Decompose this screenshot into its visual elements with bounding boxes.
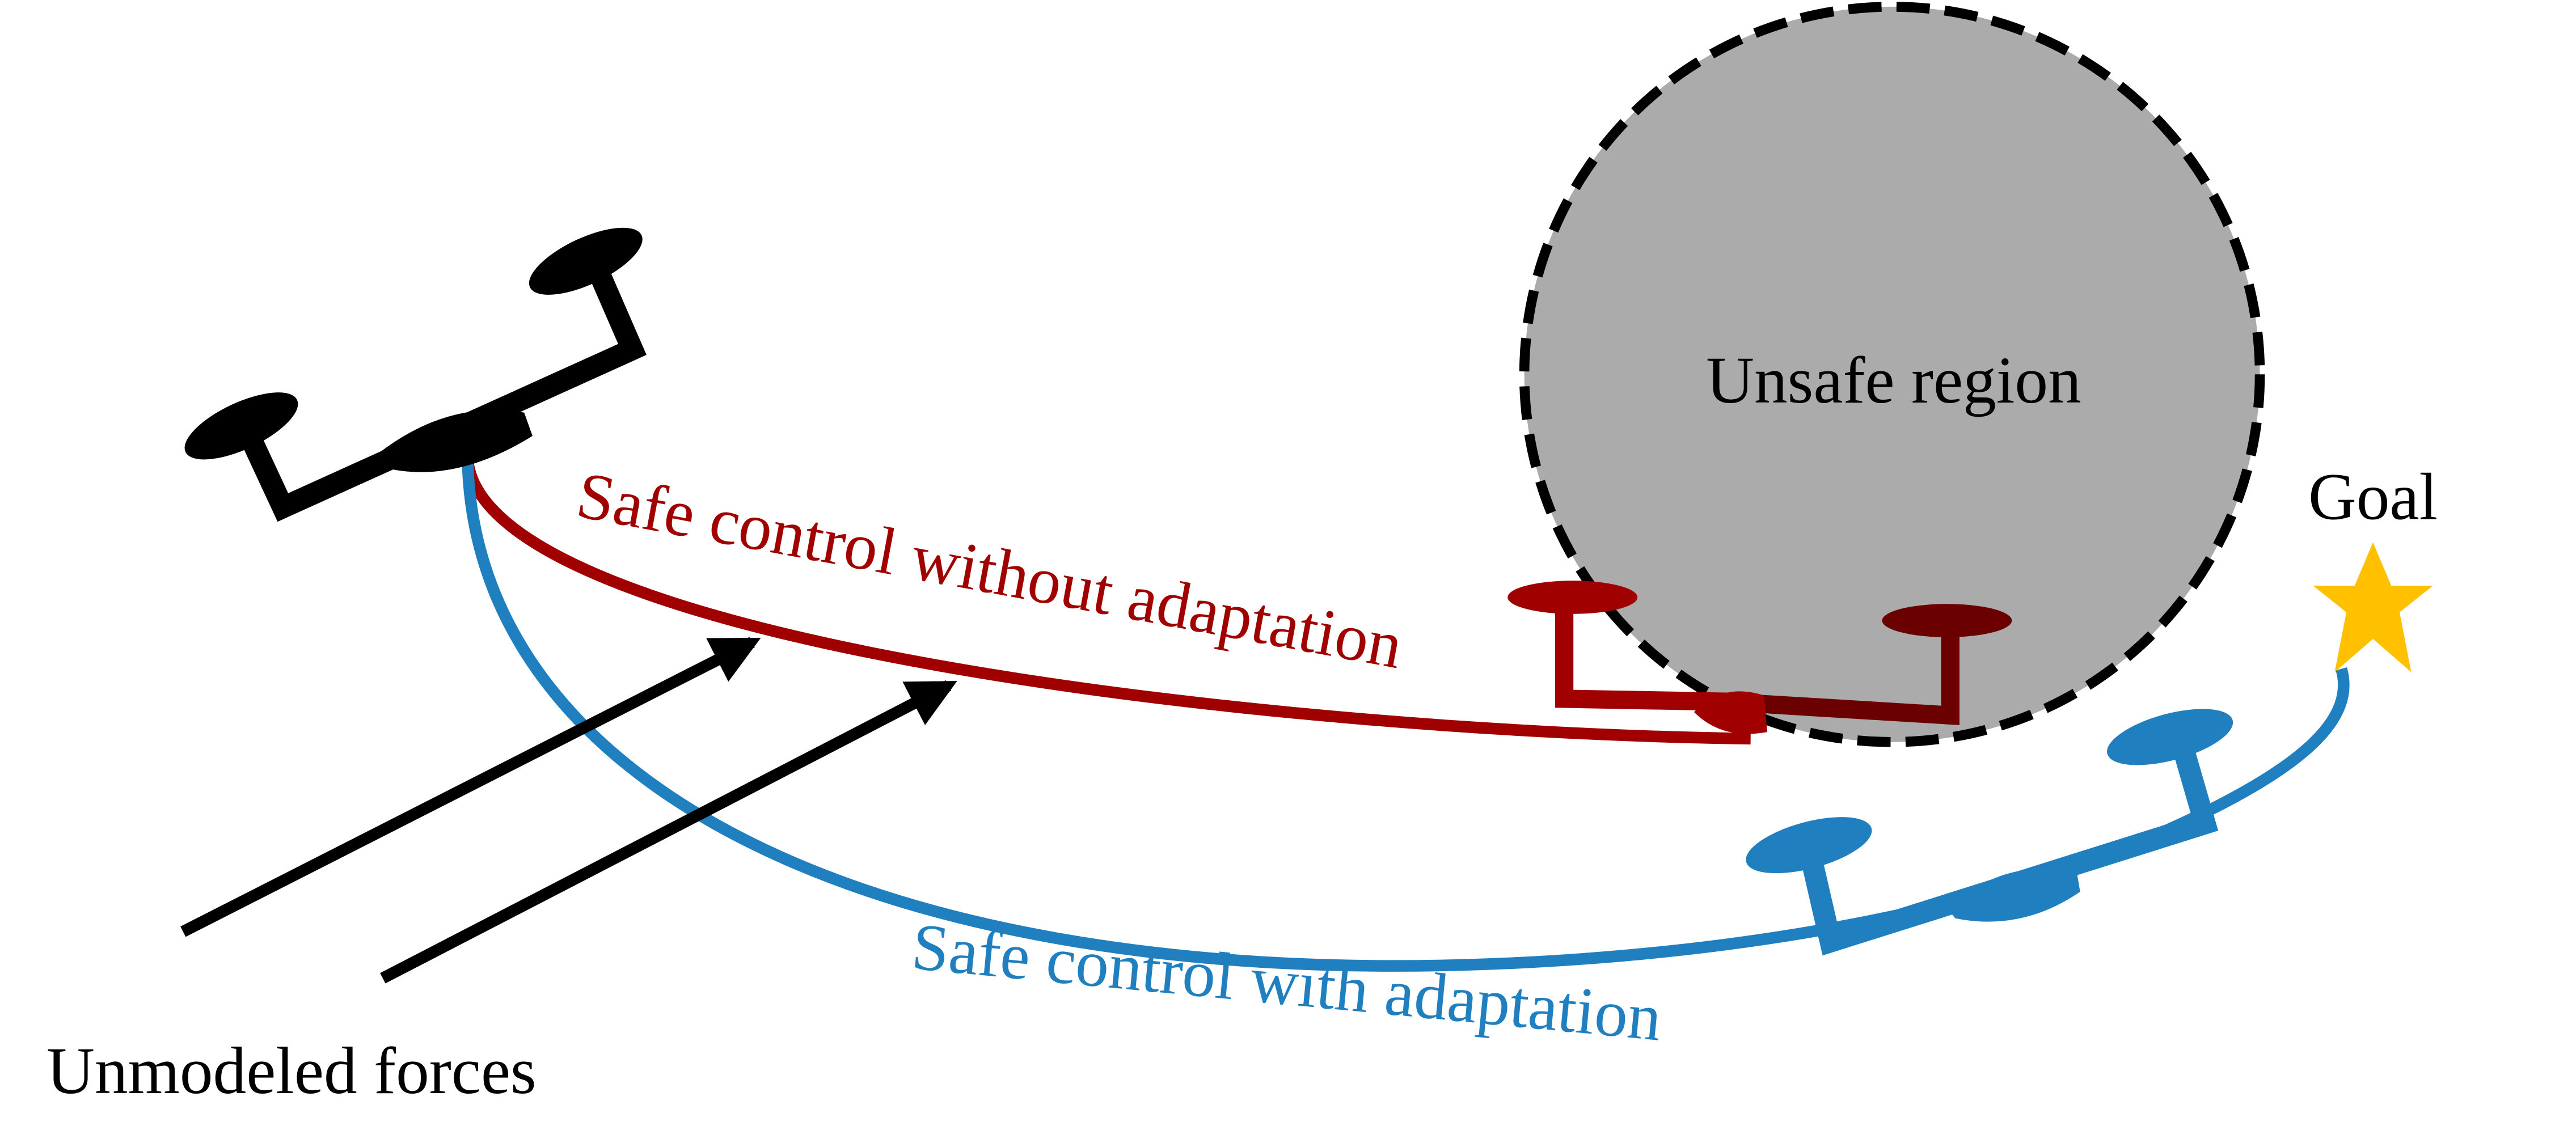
with-adaptation-label: Safe control with adaptation xyxy=(909,909,1665,1055)
trajectory-with-adaptation xyxy=(462,459,2350,972)
quadrotor-with-adaptation-icon xyxy=(1746,709,2233,956)
unsafe-region-fill xyxy=(1524,6,2260,742)
trajectory-without-adaptation xyxy=(462,459,1751,745)
force-arrow-2 xyxy=(380,680,957,984)
goal-star-icon xyxy=(2313,542,2433,672)
unmodeled-forces-label: Unmodeled forces xyxy=(47,1034,537,1108)
quadrotor-start-icon xyxy=(184,227,647,522)
unsafe-region-border xyxy=(1519,2,2265,747)
goal-label: Goal xyxy=(2308,460,2438,534)
without-adaptation-label: Safe control without adaptation xyxy=(572,458,1408,683)
quadrotor-without-adaptation-icon xyxy=(1507,581,2012,734)
unsafe-region-label: Unsafe region xyxy=(1706,344,2081,417)
unsafe-region xyxy=(1519,2,2265,747)
force-arrow-1 xyxy=(180,637,761,937)
